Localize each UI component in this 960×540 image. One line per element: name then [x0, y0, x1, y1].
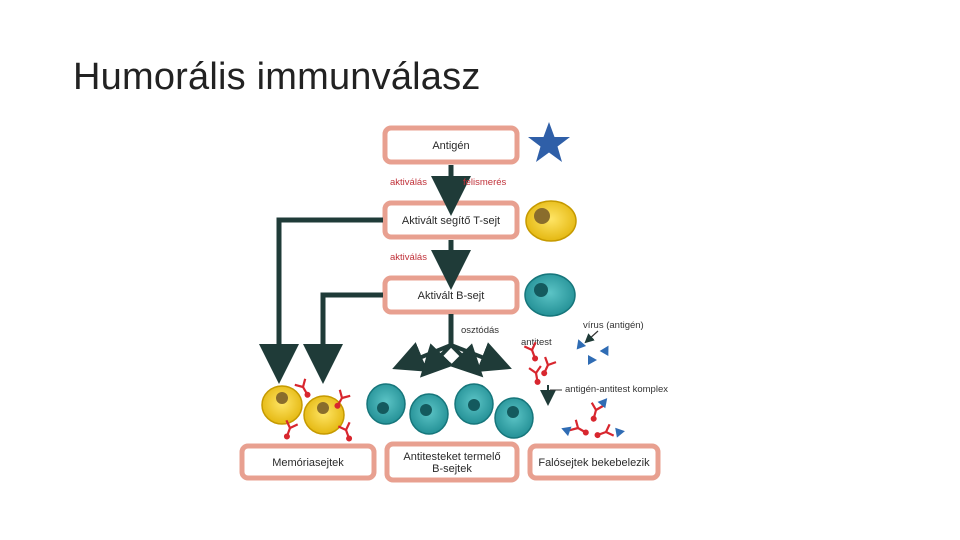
- antigen-star-icon: [528, 122, 570, 162]
- label-virus: vírus (antigén): [583, 320, 644, 331]
- box-phagocytes: Falósejtek bekebelezik: [527, 443, 661, 481]
- box-helper-t-label: Aktivált segítő T-sejt: [402, 215, 500, 227]
- plasma-cell-icon: [366, 383, 406, 425]
- label-antibody: antitest: [521, 337, 552, 348]
- label-activation-2: aktiválás: [390, 252, 427, 263]
- memory-cell-icon: [261, 377, 316, 443]
- arrow-t-to-memory: [259, 217, 383, 384]
- memory-cell-icon: [303, 388, 357, 445]
- virus-icon: [599, 343, 613, 356]
- helper-t-cell-icon: [525, 200, 577, 242]
- box-b-cell-label: Aktivált B-sejt: [418, 290, 485, 302]
- box-helper-t: Aktivált segítő T-sejt: [382, 200, 520, 240]
- division-arrows: [392, 314, 512, 378]
- box-b-cell: Aktivált B-sejt: [382, 275, 520, 315]
- arrow-virus-pointer: [584, 330, 599, 344]
- box-memory-label: Memóriasejtek: [272, 457, 344, 469]
- slide-title: Humorális immunválasz: [73, 56, 481, 98]
- antibody-icon: [527, 364, 546, 387]
- arrow-b-to-memory: [303, 292, 383, 384]
- box-producers-line2: B-sejtek: [432, 463, 472, 475]
- label-recognition: felismerés: [463, 177, 507, 188]
- box-phagocytes-label: Falósejtek bekebelezik: [538, 457, 650, 469]
- virus-icon: [573, 337, 587, 350]
- box-memory: Memóriasejtek: [239, 443, 377, 481]
- label-activation-1: aktiválás: [390, 177, 427, 188]
- plasma-cell-icon: [409, 393, 449, 435]
- b-cell-icon: [524, 273, 576, 317]
- label-division: osztódás: [461, 325, 499, 336]
- plasma-cell-icon: [494, 397, 534, 439]
- box-antigen-label: Antigén: [432, 140, 469, 152]
- label-complex: antigén-antitest komplex: [565, 384, 668, 395]
- immune-complex-icon: [559, 394, 626, 443]
- box-producers-line1: Antitesteket termelő: [403, 451, 500, 463]
- box-antigen: Antigén: [382, 125, 520, 165]
- virus-icon: [588, 355, 597, 365]
- box-producers: Antitesteket termelő B-sejtek: [384, 441, 520, 483]
- plasma-cell-icon: [454, 383, 494, 425]
